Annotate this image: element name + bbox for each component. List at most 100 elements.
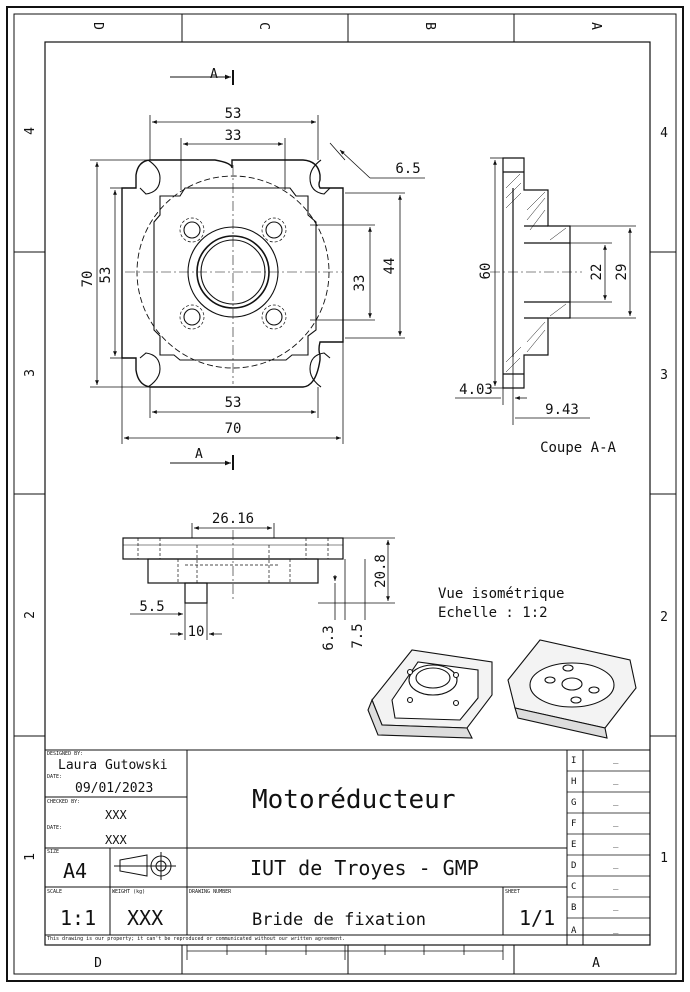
- scale-value: 1:1: [60, 906, 97, 930]
- revision-letter: I: [571, 756, 577, 766]
- revision-value: _: [613, 839, 619, 849]
- dim-4-03: 4.03: [459, 382, 493, 398]
- revision-letter: D: [571, 861, 577, 871]
- zone-frame: [13, 13, 677, 975]
- scale-label: SCALE: [47, 889, 63, 895]
- zone-col-a-bottom: A: [592, 956, 600, 971]
- zone-row-2-left: 2: [23, 611, 38, 619]
- zone-col-d-bottom: D: [94, 956, 102, 971]
- dim-70-bottom: 70: [225, 421, 242, 437]
- top-view: [121, 159, 344, 388]
- zone-row-3-left: 3: [23, 369, 38, 377]
- dim-33-top: 33: [225, 128, 242, 144]
- weight-value: XXX: [127, 906, 164, 930]
- zone-col-c-top: C: [256, 22, 271, 30]
- revision-value: _: [613, 755, 619, 765]
- dim-22: 22: [589, 264, 605, 281]
- sheet-value: 1/1: [519, 906, 556, 930]
- zone-labels: D C B A D A 4 3 2 1 4 3 2 1: [23, 22, 668, 971]
- zone-row-3-right: 3: [660, 368, 668, 383]
- dim-6-3: 6.3: [321, 625, 337, 650]
- iso-view-label: Vue isométrique: [438, 586, 564, 602]
- iso-labels: Vue isométrique Echelle : 1:2: [438, 586, 564, 621]
- front-dimensions: [130, 523, 395, 640]
- front-dimension-texts: 26.16 20.8 5.5 10 6.3 7.5: [139, 511, 389, 651]
- zone-col-b-top: B: [422, 22, 437, 30]
- revision-letter: G: [571, 798, 577, 808]
- dim-70-left: 70: [80, 271, 96, 288]
- outer-frame: [6, 6, 684, 982]
- dim-53-top: 53: [225, 106, 242, 122]
- iso-scale-label: Echelle : 1:2: [438, 605, 548, 621]
- revision-value: _: [613, 818, 619, 828]
- dim-5-5: 5.5: [139, 599, 164, 615]
- zone-col-d-top: D: [90, 22, 105, 30]
- section-letter-top: A: [210, 67, 218, 82]
- revision-value: _: [613, 860, 619, 870]
- date2-label: DATE:: [47, 825, 63, 831]
- dim-7-5: 7.5: [350, 623, 366, 648]
- dim-44-right: 44: [382, 258, 398, 275]
- revision-letter: A: [571, 926, 577, 936]
- section-marker: [170, 70, 234, 470]
- revision-letter: F: [571, 819, 577, 829]
- dim-10: 10: [188, 624, 205, 640]
- date2-value: XXX: [105, 833, 127, 847]
- part-name: Bride de fixation: [252, 910, 426, 930]
- dim-33-right: 33: [352, 275, 368, 292]
- section-dimension-texts: 60 22 29 4.03 9.43 Coupe A-A: [459, 263, 630, 456]
- iso-view-1: [367, 649, 493, 739]
- scale-rule: [186, 945, 504, 960]
- size-value: A4: [63, 859, 88, 883]
- size-label: SIZE: [47, 849, 60, 855]
- iso-view-2: [507, 639, 637, 739]
- top-view-dimensions: [90, 115, 425, 444]
- dim-29: 29: [614, 264, 630, 281]
- top-view-dimension-texts: 53 33 6.5 70 53 33 44 53 70: [80, 106, 421, 437]
- dim-20-8: 20.8: [373, 554, 389, 588]
- zone-row-4-left: 4: [23, 127, 38, 135]
- drawing-number-label: DRAWING NUMBER: [189, 889, 232, 895]
- designer-name: Laura Gutowski: [58, 758, 168, 773]
- revision-grid: [567, 770, 650, 919]
- title-block-grid: [45, 749, 650, 945]
- weight-label: WEIGHT (kg): [112, 889, 146, 895]
- sheet-label: SHEET: [505, 889, 521, 895]
- projection-symbol-icon: [114, 852, 176, 880]
- section-letter-bottom: A: [195, 447, 203, 462]
- section-label: Coupe A-A: [540, 440, 616, 456]
- revision-value: _: [613, 902, 619, 912]
- revision-value: _: [613, 797, 619, 807]
- designed-by-label: DESIGNED BY:: [47, 751, 84, 757]
- zone-ticks: [14, 14, 676, 974]
- front-view: [122, 530, 344, 604]
- revision-value: _: [613, 925, 619, 935]
- zone-row-1-right: 1: [660, 851, 668, 866]
- date-value: 09/01/2023: [75, 781, 154, 796]
- zone-row-2-right: 2: [660, 610, 668, 625]
- dim-60: 60: [478, 263, 494, 280]
- revision-letter: E: [571, 840, 577, 850]
- section-dimensions: [455, 157, 636, 425]
- dim-53-bottom: 53: [225, 395, 242, 411]
- dim-6-5: 6.5: [395, 161, 420, 177]
- dim-9-43: 9.43: [545, 402, 579, 418]
- checked-by-value: XXX: [105, 808, 127, 822]
- zone-col-a-top: A: [588, 22, 603, 30]
- revision-value: _: [613, 776, 619, 786]
- checked-by-label: CHECKED BY:: [47, 799, 81, 805]
- revision-value: _: [613, 881, 619, 891]
- dim-53-left: 53: [98, 267, 114, 284]
- revision-letter: H: [571, 777, 577, 787]
- copyright-footer: This drawing is our property; it can't b…: [47, 936, 346, 942]
- revision-letter: C: [571, 882, 577, 892]
- revision-letter: B: [571, 903, 577, 913]
- section-view: [490, 157, 582, 389]
- zone-row-4-right: 4: [660, 126, 668, 141]
- dim-26-16: 26.16: [212, 511, 254, 527]
- date-label: DATE:: [47, 774, 63, 780]
- drawing-title: Motoréducteur: [252, 785, 456, 815]
- institution: IUT de Troyes - GMP: [250, 856, 479, 880]
